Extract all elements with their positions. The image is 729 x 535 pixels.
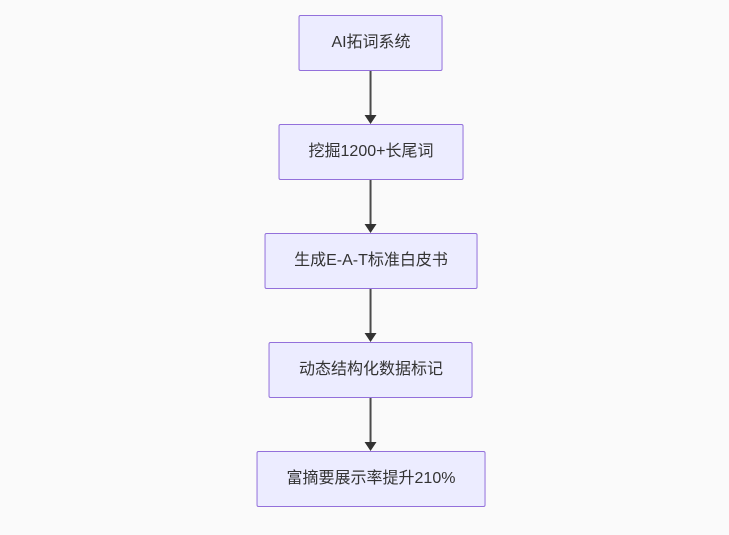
node-label: 富摘要展示率提升210%: [286, 470, 456, 487]
arrow-down-icon: [365, 333, 377, 342]
flowchart: AI拓词系统 挖掘1200+长尾词 生成E-A-T标准白皮书 动态结构化数据标记: [256, 15, 486, 507]
arrow-line: [370, 180, 372, 224]
node-label: 挖掘1200+长尾词: [308, 143, 434, 160]
arrow-line: [370, 71, 372, 115]
arrow-connector: [365, 180, 377, 233]
flow-node-eat-whitepaper: 生成E-A-T标准白皮书: [264, 233, 478, 289]
arrow-line: [370, 289, 372, 333]
arrow-connector: [365, 289, 377, 342]
flow-node-structured-data-markup: 动态结构化数据标记: [268, 342, 473, 398]
flow-node-longtail-mining: 挖掘1200+长尾词: [278, 124, 464, 180]
arrow-down-icon: [365, 224, 377, 233]
flow-node-rich-snippet-rate: 富摘要展示率提升210%: [256, 451, 486, 507]
arrow-down-icon: [365, 442, 377, 451]
node-label: 生成E-A-T标准白皮书: [294, 252, 448, 269]
flow-node-ai-word-expansion: AI拓词系统: [299, 15, 443, 71]
node-label: AI拓词系统: [331, 34, 411, 51]
arrow-down-icon: [365, 115, 377, 124]
arrow-connector: [365, 71, 377, 124]
arrow-line: [370, 398, 372, 442]
arrow-connector: [365, 398, 377, 451]
node-label: 动态结构化数据标记: [298, 361, 443, 378]
